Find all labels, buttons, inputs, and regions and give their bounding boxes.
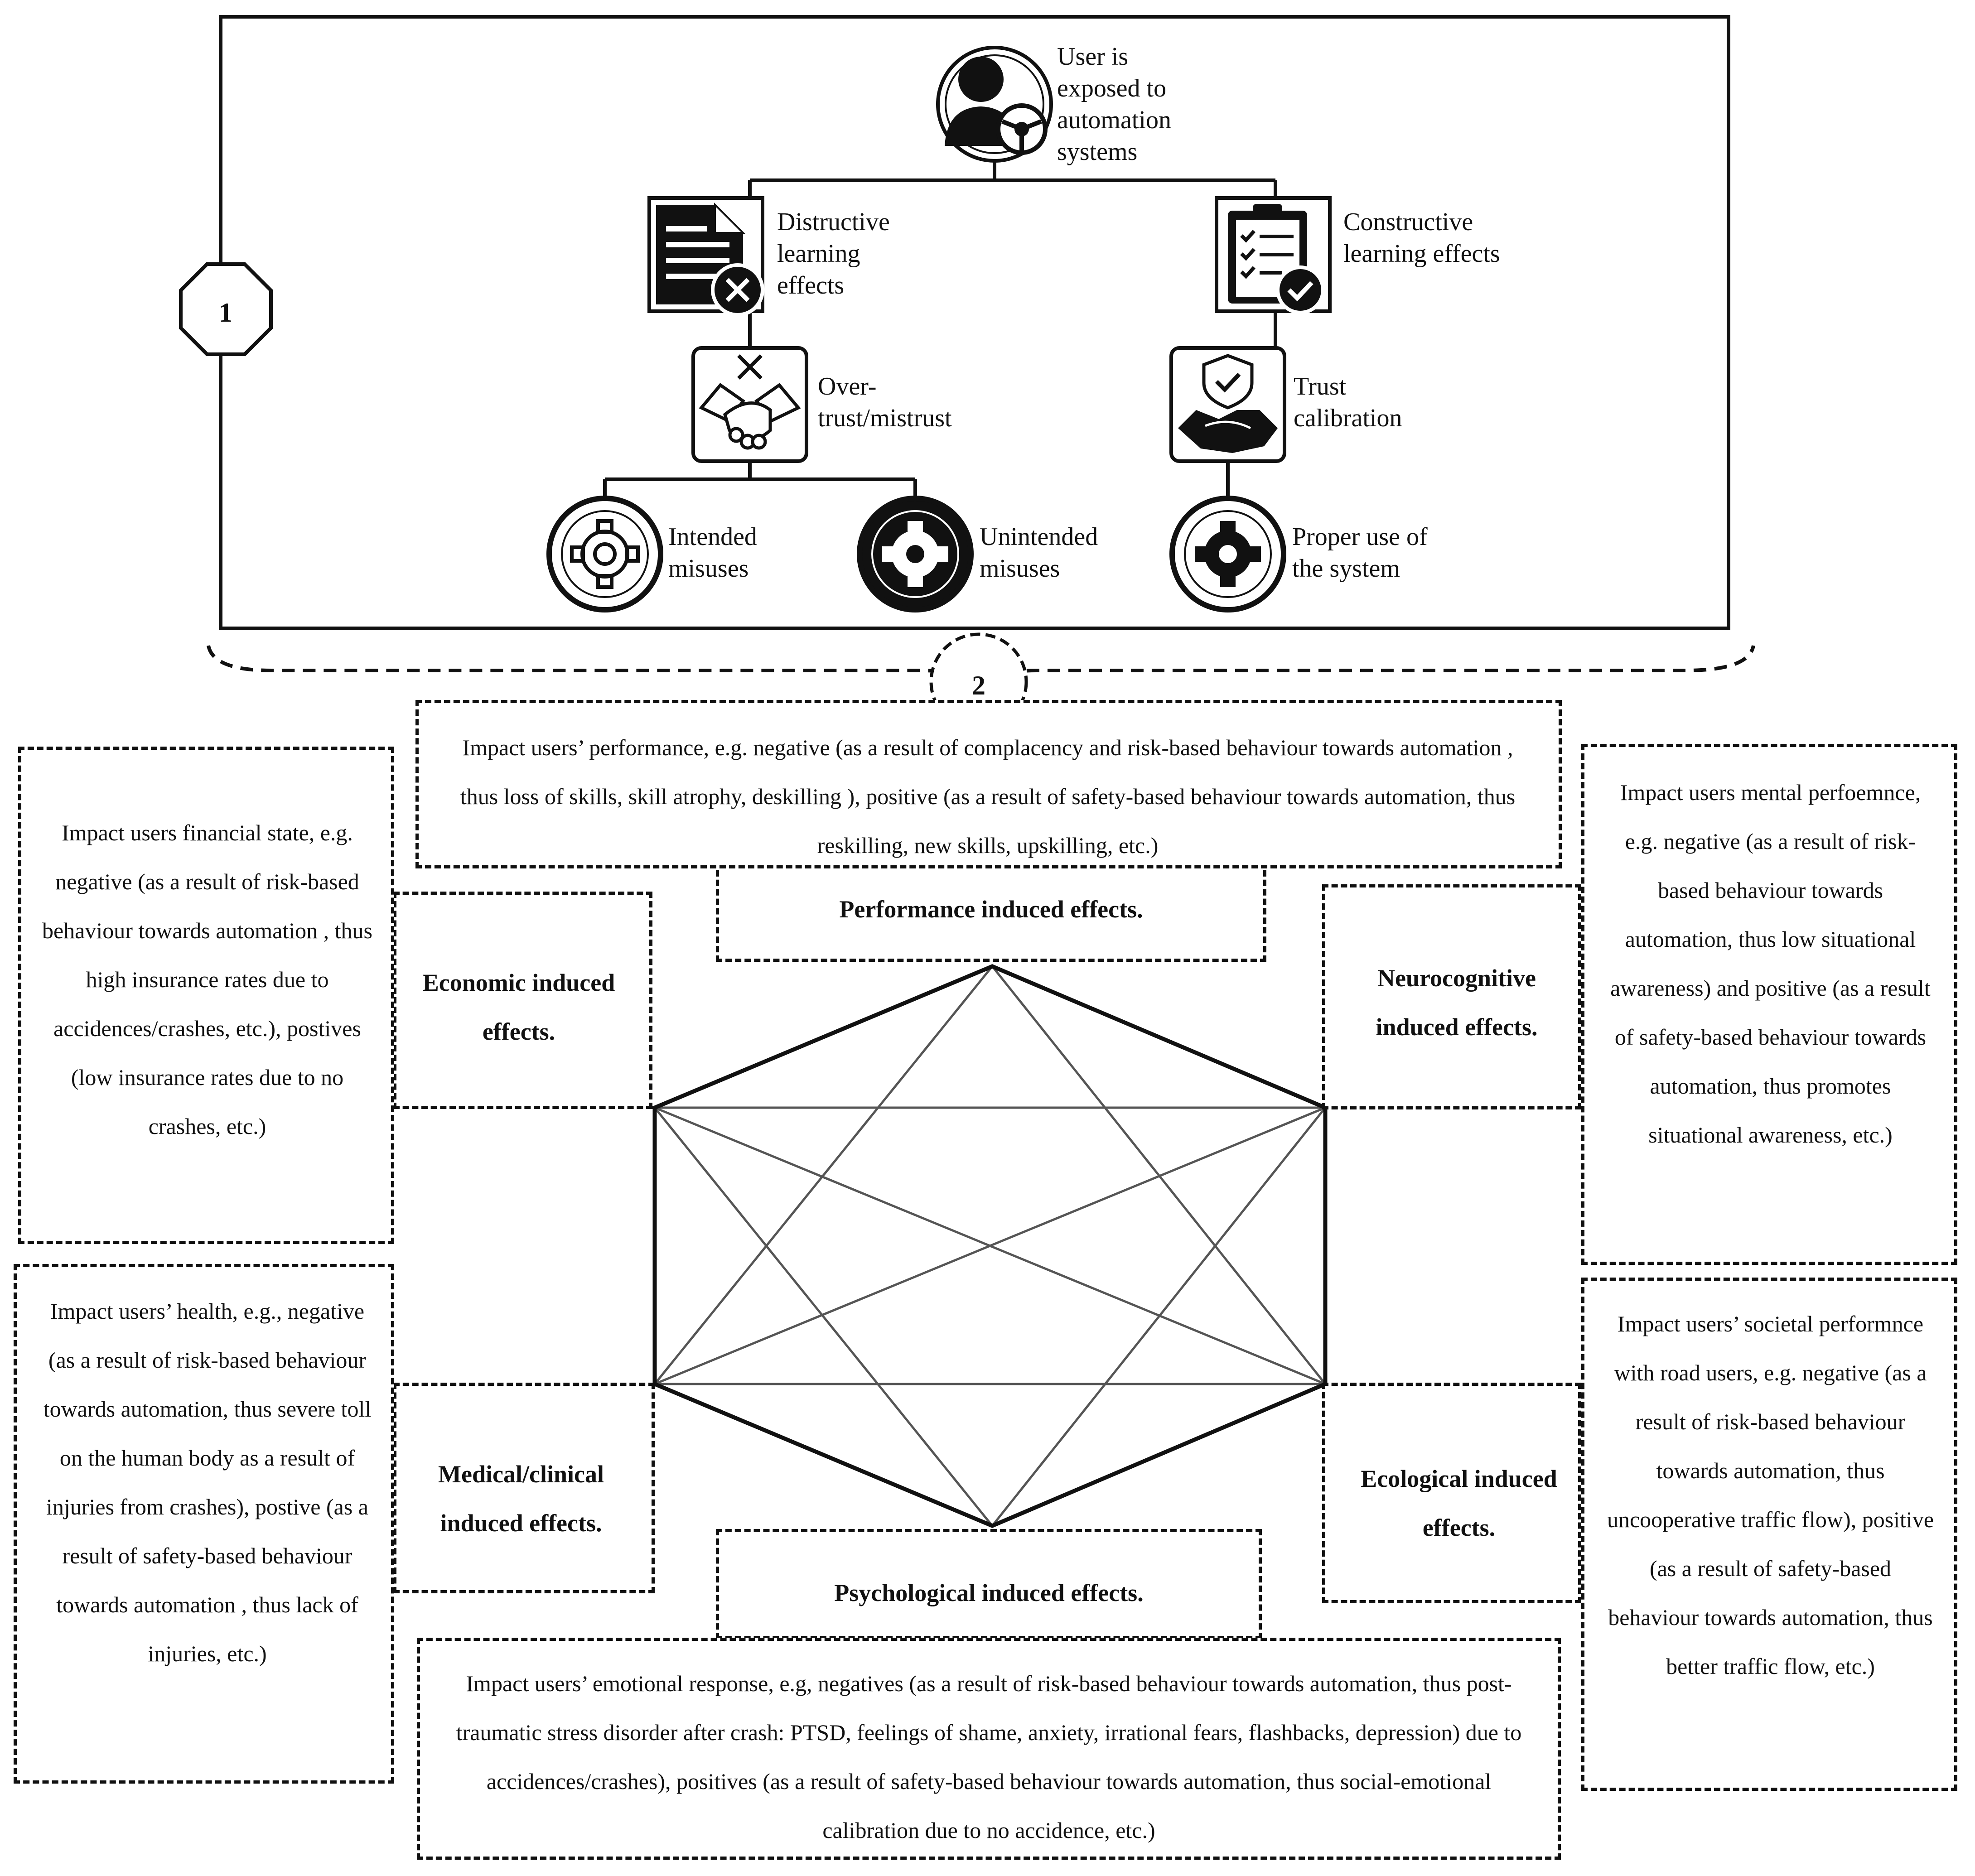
medical-title-box [393, 1383, 655, 1593]
ecological-text: Impact users’ societal performnce with r… [1607, 1311, 1934, 1679]
gear-filled-icon [857, 496, 974, 612]
economic-title: Economic induced effects. [422, 969, 615, 1045]
ecological-text-box [1581, 1278, 1957, 1791]
economic-text: Impact users financial state, e.g. negat… [42, 820, 373, 1139]
psychological-title: Psychological induced effects. [834, 1579, 1144, 1606]
clipboard-check-icon [1215, 196, 1332, 314]
badge-2-label: 2 [972, 670, 985, 700]
left-branch-label: Distructive learning effects [777, 208, 890, 299]
unintended-misuses-label: Unintended misuses [980, 523, 1098, 583]
performance-title-box [716, 861, 1266, 962]
neurocognitive-title: Neurocognitive induced effects. [1376, 965, 1538, 1041]
gear-check-icon [1169, 496, 1286, 612]
economic-title-box [393, 892, 652, 1109]
neurocognitive-title-box [1322, 884, 1581, 1109]
root-label: User is exposed to automation systems [1057, 43, 1171, 166]
performance-text-box [415, 700, 1562, 868]
gear-outline-icon [546, 496, 663, 612]
proper-use-label: Proper use of the system [1292, 523, 1428, 583]
medical-title: Medical/clinical induced effects. [438, 1461, 604, 1537]
psychological-title-box [716, 1529, 1262, 1639]
document-cross-icon [647, 196, 764, 317]
medical-text: Impact users’ health, e.g., negative (as… [43, 1298, 372, 1666]
right-branch-label: Constructive learning effects [1343, 208, 1500, 268]
psychological-text-box [417, 1638, 1561, 1860]
performance-title: Performance induced effects. [839, 896, 1143, 923]
ecological-title-box [1322, 1383, 1581, 1603]
user-steering-wheel-icon [936, 46, 1053, 163]
shield-handshake-icon [1169, 346, 1286, 463]
economic-text-box [18, 747, 394, 1244]
panel-1-graphics [179, 15, 1755, 687]
tree-connectors [603, 161, 1277, 497]
intended-misuses-label: Intended misuses [668, 523, 757, 583]
badge-1-shape [179, 262, 273, 356]
badge-1-label: 1 [219, 298, 232, 328]
psychological-text: Impact users’ emotional response, e.g, n… [456, 1671, 1522, 1843]
right-trust-label: Trust calibration [1294, 372, 1402, 432]
neurocognitive-text: Impact users mental perfoemnce, e.g. neg… [1610, 780, 1931, 1148]
medical-text-box [14, 1264, 394, 1784]
left-trust-label: Over-trust/mistrust [818, 372, 952, 432]
neurocognitive-text-box [1581, 744, 1957, 1265]
broken-handshake-icon [691, 346, 808, 463]
ecological-title: Ecological induced effects. [1361, 1465, 1557, 1541]
performance-text: Impact users’ performance, e.g. negative… [460, 735, 1516, 858]
